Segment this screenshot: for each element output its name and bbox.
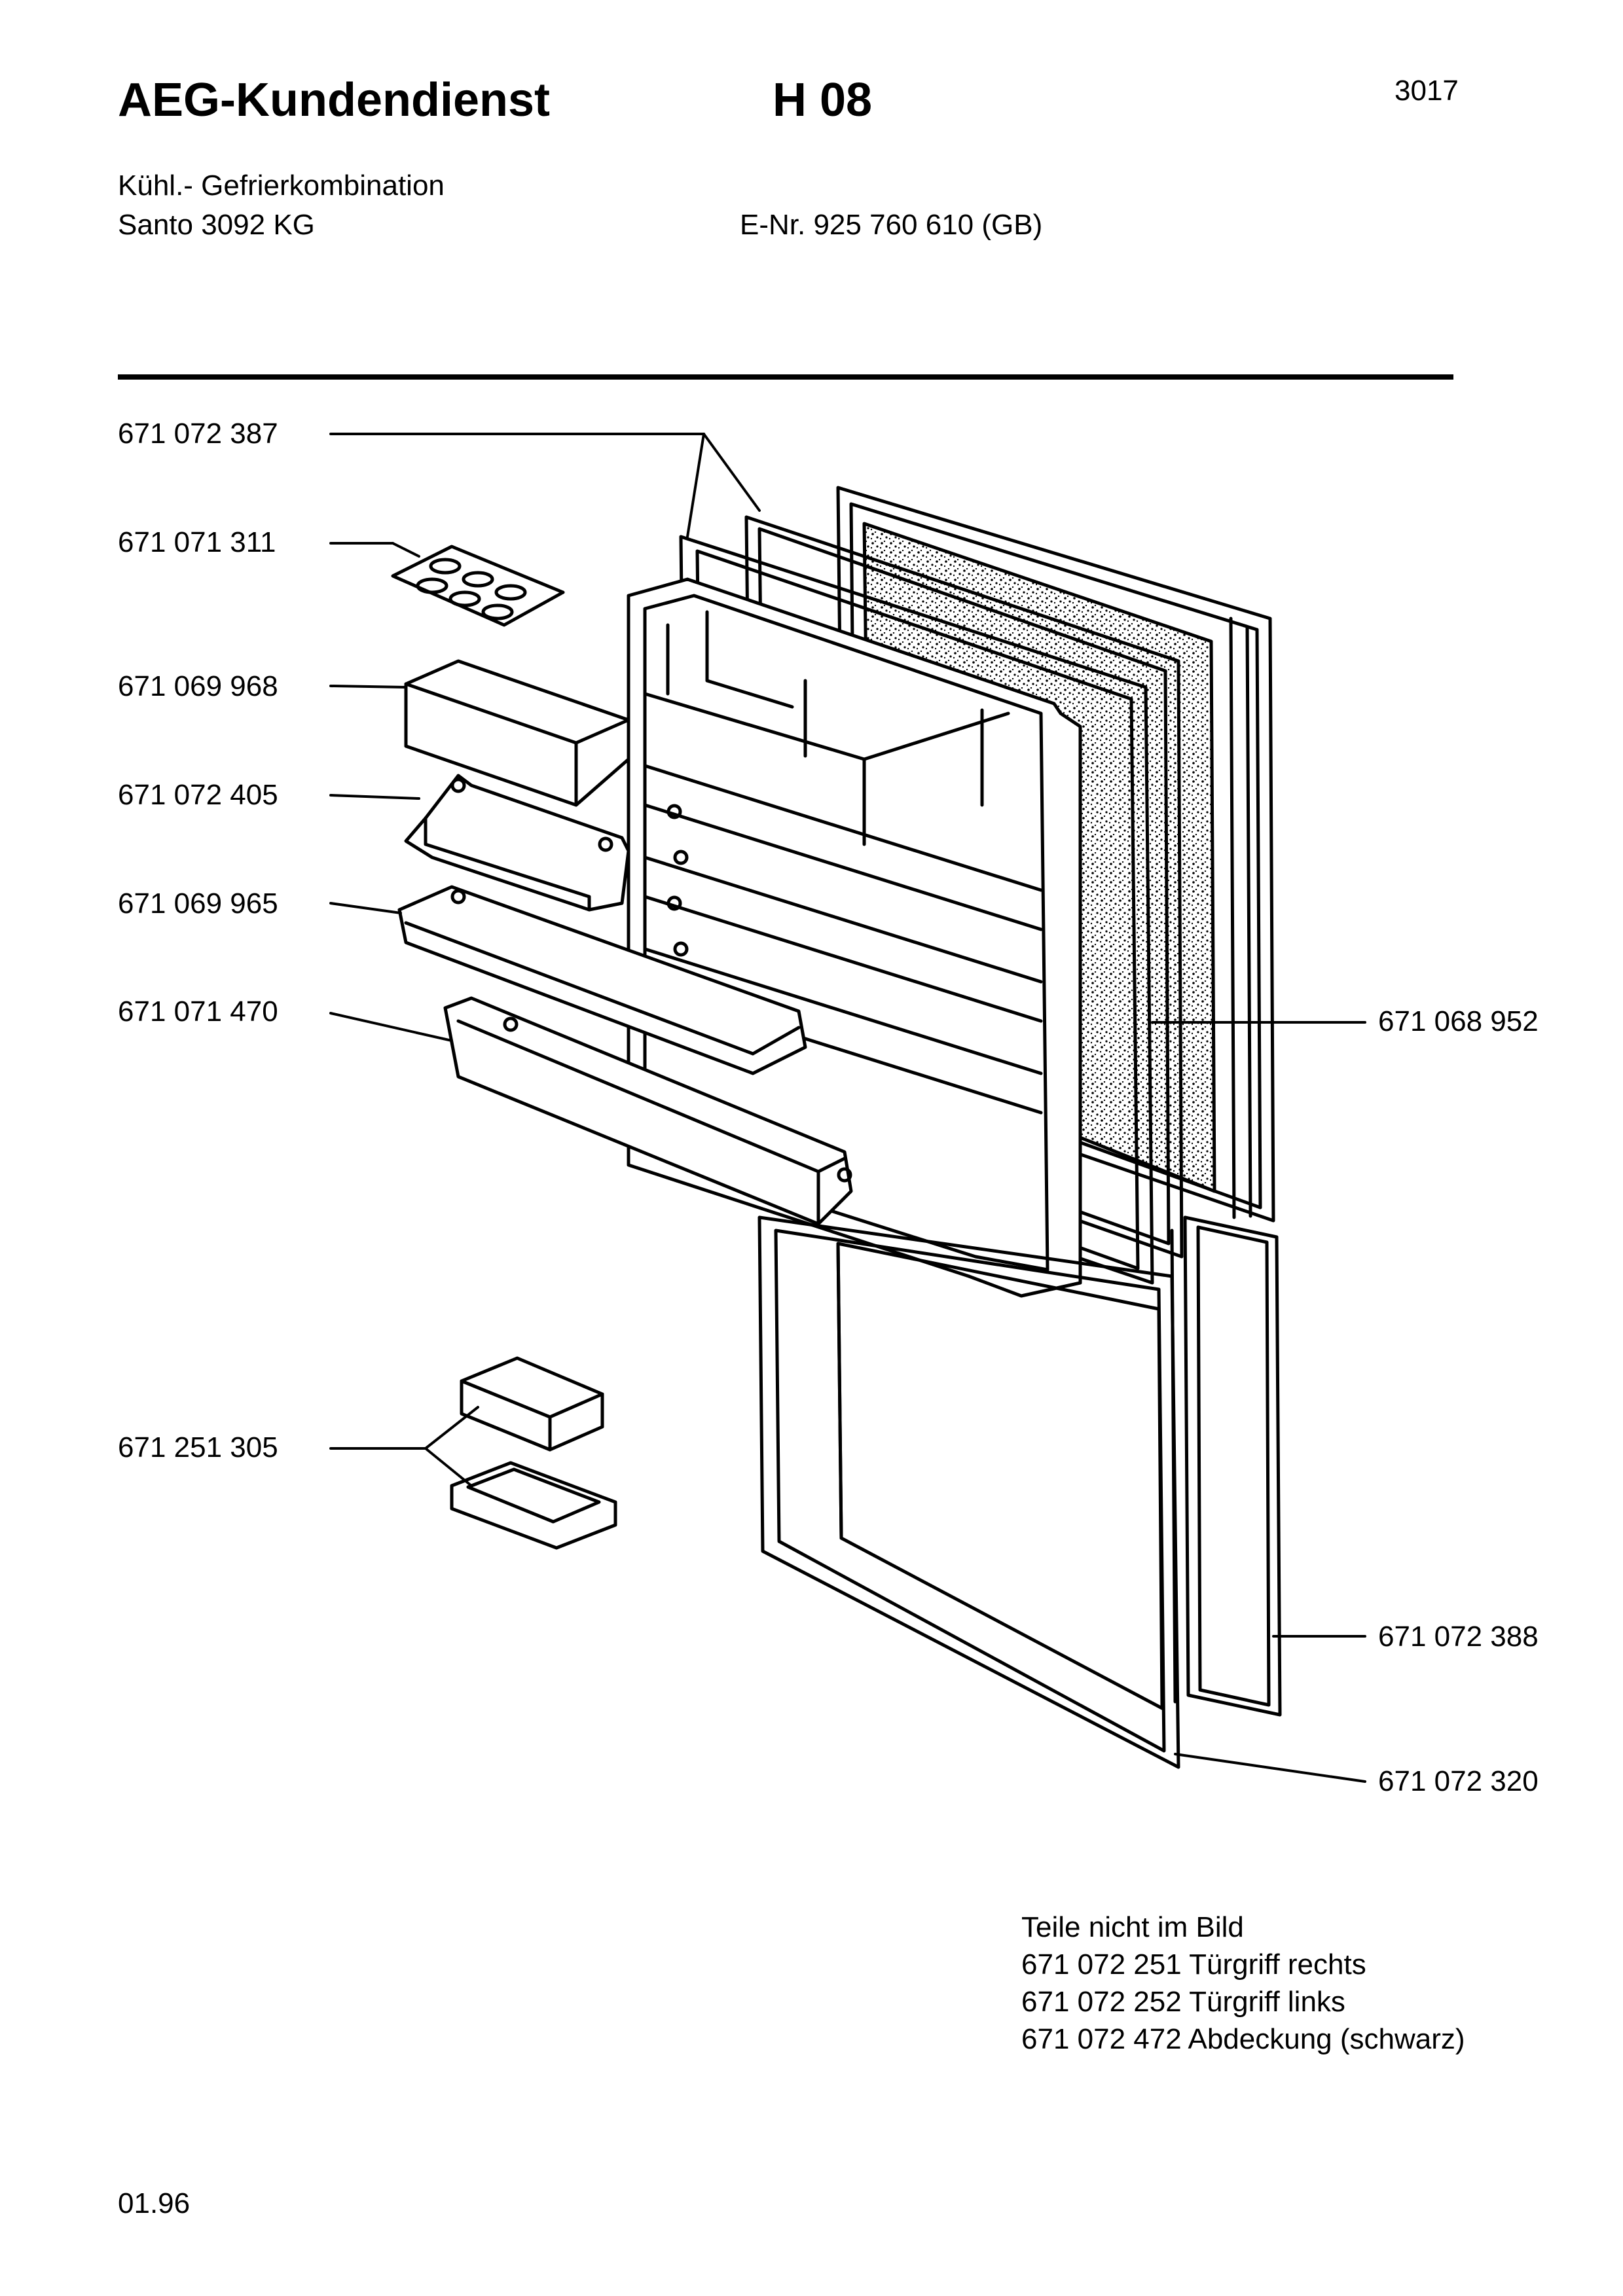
note-line: 671 072 251 Türgriff rechts xyxy=(1021,1948,1366,1981)
door-seal-lower xyxy=(757,1215,1180,1769)
header-divider xyxy=(118,374,1453,380)
door-shelf-middle xyxy=(397,885,807,1075)
page-number: 3017 xyxy=(1395,75,1459,107)
leader-lines xyxy=(329,433,1366,1783)
e-number: E-Nr. 925 760 610 (GB) xyxy=(740,209,1043,241)
part-label-door-shelf-small: 671 072 405 xyxy=(118,779,278,811)
note-line: 671 072 472 Abdeckung (schwarz) xyxy=(1021,2023,1465,2055)
part-label-egg-tray: 671 071 311 xyxy=(118,526,276,558)
model-name: Santo 3092 KG xyxy=(118,209,315,241)
freezer-door-outer xyxy=(1170,1215,1282,1717)
part-label-freezer-door: 671 072 388 xyxy=(1378,1621,1539,1653)
part-label-butter-compartment: 671 069 968 xyxy=(118,670,278,702)
part-label-ice-box: 671 251 305 xyxy=(118,1431,278,1463)
product-type: Kühl.- Gefrierkombination xyxy=(118,170,445,202)
part-label-door-shelf-middle: 671 069 965 xyxy=(118,888,278,920)
brand-title: AEG-Kundendienst xyxy=(118,74,550,126)
notes-heading: Teile nicht im Bild xyxy=(1021,1911,1244,1943)
bottle-shelf xyxy=(443,996,853,1226)
document-code: H 08 xyxy=(773,74,873,126)
ice-box xyxy=(450,1356,617,1550)
butter-compartment xyxy=(404,659,630,807)
note-line: 671 072 252 Türgriff links xyxy=(1021,1986,1345,2018)
part-label-door-seal-lower: 671 072 320 xyxy=(1378,1765,1539,1797)
part-label-door-inner: 671 068 952 xyxy=(1378,1005,1539,1037)
part-label-bottle-shelf: 671 071 470 xyxy=(118,996,278,1028)
part-label-door-seal-upper: 671 072 387 xyxy=(118,418,278,450)
door-shelf-small xyxy=(404,774,630,912)
issue-date: 01.96 xyxy=(118,2187,191,2219)
egg-tray xyxy=(391,545,565,627)
